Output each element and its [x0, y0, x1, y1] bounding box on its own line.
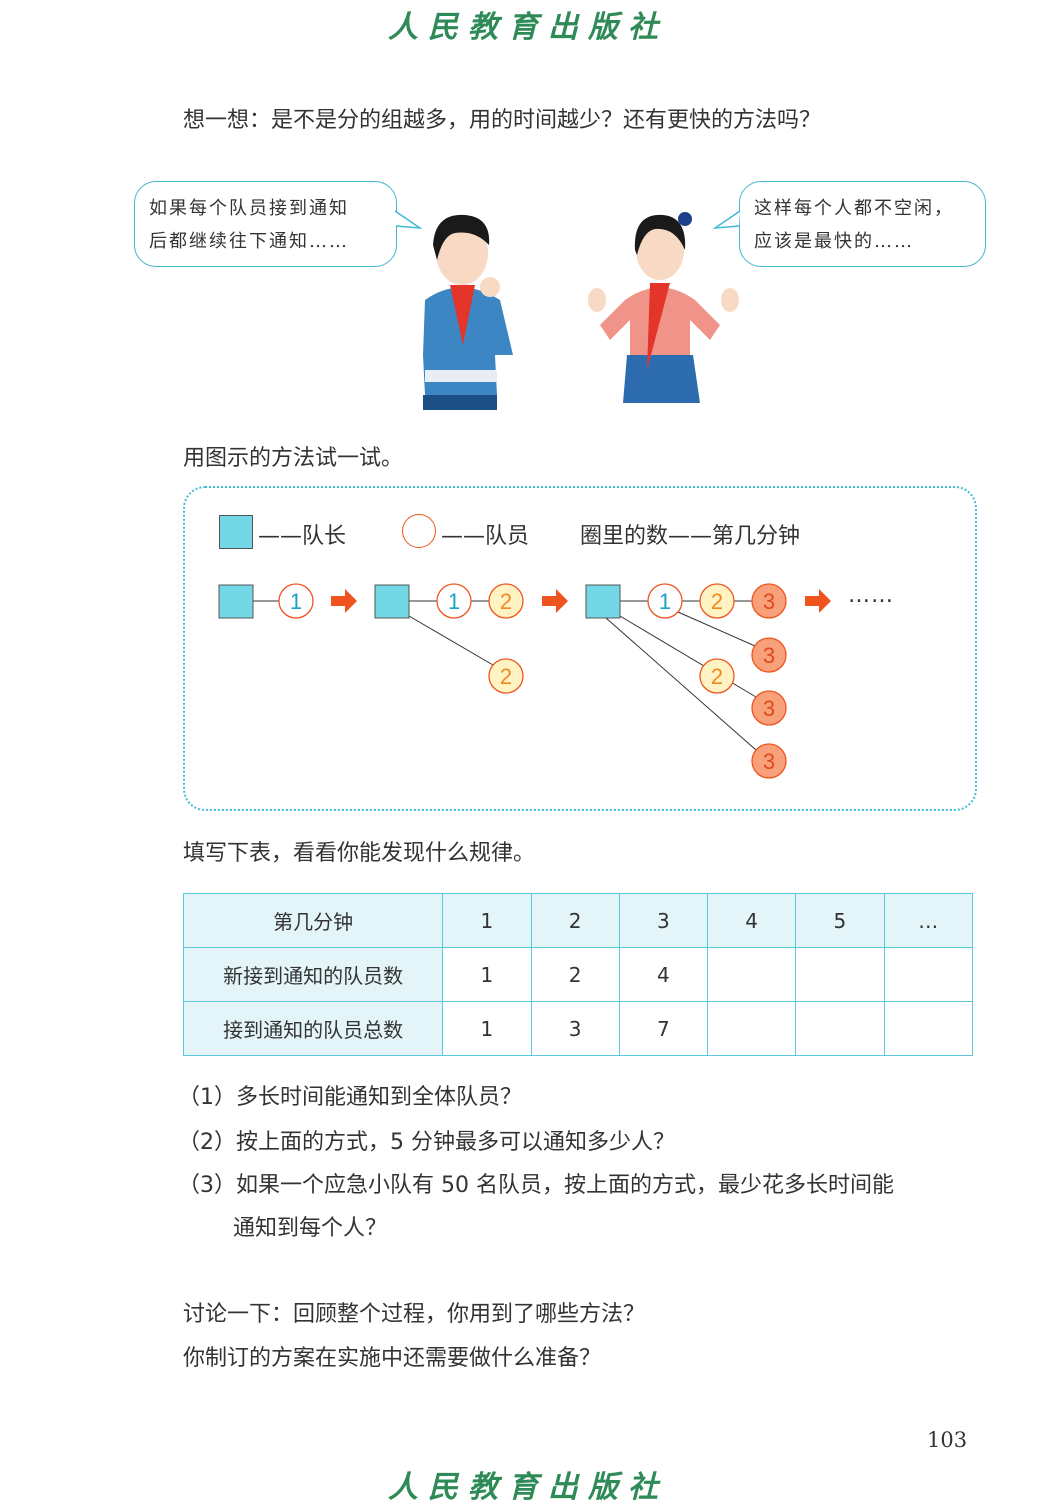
- boy-illustration: [423, 214, 513, 410]
- discussion-1: 讨论一下：回顾整个过程，你用到了哪些方法？: [183, 1302, 646, 1327]
- diagram-prompt: 用图示的方法试一试。: [183, 446, 404, 471]
- legend-number: 圈里的数——第几分钟: [580, 524, 801, 549]
- table-cell: 1: [442, 893, 532, 948]
- page-number: 103: [927, 1428, 968, 1452]
- table-cell: 3: [618, 893, 709, 948]
- table-cell: 5: [795, 893, 885, 948]
- bubble-line: 后都继续往下通知……: [149, 231, 349, 252]
- boy-speech-bubble: 如果每个队员接到通知 后都继续往下通知……: [134, 181, 397, 267]
- table-cell: 1: [442, 1001, 532, 1056]
- table-cell[interactable]: [883, 947, 974, 1002]
- discussion-2: 你制订的方案在实施中还需要做什么准备？: [183, 1346, 602, 1371]
- table-prompt: 填写下表，看看你能发现什么规律。: [183, 841, 536, 866]
- girl-speech-bubble: 这样每个人都不空闲， 应该是最快的……: [739, 181, 986, 267]
- bubble-tail: [394, 210, 422, 229]
- row-header-cell: 接到通知的队员总数: [182, 1001, 444, 1056]
- publisher-logo-bottom: 人民教育出版社: [388, 1470, 668, 1504]
- girl-illustration: [588, 212, 739, 403]
- question-3: （3）如果一个应急小队有 50 名队员，按上面的方式，最少花多长时间能: [178, 1173, 894, 1198]
- diagram-ellipsis: ……: [848, 583, 894, 608]
- table-cell: 3: [530, 1001, 620, 1056]
- row-header-cell: 第几分钟: [182, 893, 444, 948]
- bubble-tail: [713, 210, 741, 229]
- table-cell: 2: [530, 893, 620, 948]
- question-2: （2）按上面的方式，5 分钟最多可以通知多少人？: [178, 1130, 675, 1155]
- table-cell: 4: [707, 893, 797, 948]
- leader-square-icon: [219, 515, 253, 549]
- row-header-cell: 新接到通知的队员数: [182, 947, 444, 1002]
- table-cell[interactable]: [707, 1001, 797, 1056]
- bubble-line: 这样每个人都不空闲，: [754, 198, 954, 219]
- table-cell: 4: [618, 947, 709, 1002]
- table-cell: 1: [442, 947, 532, 1002]
- table-cell: 2: [530, 947, 620, 1002]
- table-cell[interactable]: [707, 947, 797, 1002]
- question-3-cont: 通知到每个人？: [233, 1216, 388, 1241]
- table-cell: …: [883, 893, 974, 948]
- diagram-box: [183, 486, 977, 811]
- member-circle-icon: [402, 514, 436, 548]
- bubble-line: 应该是最快的……: [754, 231, 914, 252]
- think-prompt: 想一想：是不是分的组越多，用的时间越少？还有更快的方法吗？: [183, 108, 822, 133]
- legend-member: ——队员: [441, 524, 530, 549]
- table-cell[interactable]: [795, 1001, 885, 1056]
- legend-leader: ——队长: [258, 524, 347, 549]
- question-1: （1）多长时间能通知到全体队员？: [178, 1085, 522, 1110]
- table-cell[interactable]: [795, 947, 885, 1002]
- table-cell[interactable]: [883, 1001, 974, 1056]
- publisher-logo-top: 人民教育出版社: [388, 10, 668, 45]
- table-cell: 7: [618, 1001, 709, 1056]
- bubble-line: 如果每个队员接到通知: [149, 198, 349, 219]
